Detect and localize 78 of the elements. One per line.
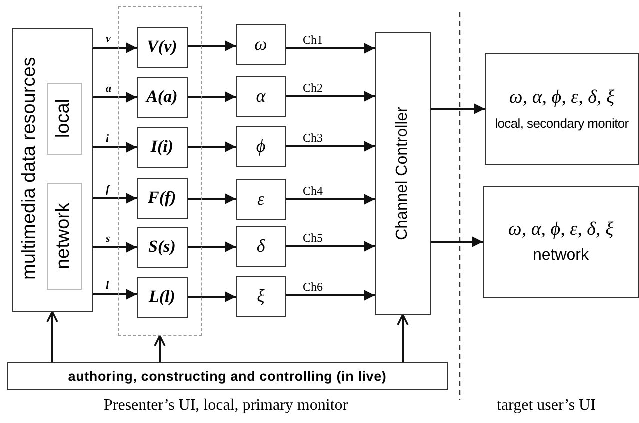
arrow [93,193,137,204]
edge-label: l [105,280,110,292]
caption: Presenter’s UI, local, primary monitor [104,397,348,415]
function-label: I(i) [150,137,174,158]
sub-box [46,82,82,155]
edge-label: f [105,184,111,196]
arrow [188,292,236,302]
symbol-label: ϕ [256,136,266,157]
edge-label: Ch1 [302,34,324,46]
symbol-label: ε [257,189,265,210]
box-caption: local, secondary monitor [495,116,629,131]
arrow [286,241,375,252]
arrow [93,42,137,54]
symbol-box [236,24,286,65]
arrow [431,236,483,248]
function-box [136,126,188,168]
edge-label: i [105,134,110,144]
edge-label: Ch2 [302,82,324,94]
edge-label: s [105,234,112,244]
arrow [93,242,137,253]
caption: target user’s UI [497,397,596,415]
arrow [397,314,409,362]
function-box [136,178,188,219]
arrow [286,91,375,102]
edge-label: Ch6 [302,280,324,292]
resource-box [12,28,93,312]
function-label: S(s) [148,237,176,258]
arrow [286,290,375,301]
box-title: multimedia data resources [19,56,41,282]
arrow [93,289,137,300]
arrow [286,43,375,54]
function-label: A(a) [146,87,178,108]
box-label: local [53,99,76,138]
function-label: F(f) [148,188,176,208]
arrow [431,104,485,114]
symbol-box [236,126,286,167]
function-label: V(v) [147,37,178,58]
symbol-label: ω [254,34,268,55]
arrow [93,92,137,103]
symbol-label: ξ [257,286,265,307]
symbol-box [236,276,286,317]
arrow [154,335,166,362]
arrow [188,242,236,252]
output-box [483,186,639,298]
box-label: Channel Controller [394,106,412,240]
arrow [286,141,375,152]
symbol-label: α [256,86,266,107]
group-box [118,6,202,336]
function-box [136,76,188,118]
box-label: authoring, constructing and controlling (in live) [68,368,387,384]
arrow [46,311,58,362]
control-bar [7,362,448,390]
arrow [188,40,236,52]
edge-label: Ch5 [302,232,324,244]
controller-box [375,32,431,315]
box-label: network [53,202,76,270]
function-box [136,26,188,68]
sub-box [46,182,82,290]
arrow [286,194,375,205]
box-caption: network [532,247,590,266]
function-label: L(l) [148,287,176,308]
arrow [188,194,236,204]
symbol-box [236,226,286,267]
edge-label: a [105,84,112,94]
symbol-list: ω, α, ϕ, ε, δ, ξ [507,87,617,110]
function-box [136,276,188,318]
edge-label: v [105,34,112,45]
arrow [188,92,236,102]
function-box [136,226,188,268]
symbol-list: ω, α, ϕ, ε, δ, ξ [506,218,616,242]
symbol-box [236,179,286,220]
arrow [188,142,236,152]
arrow [93,142,137,153]
edge-label: Ch4 [302,184,324,196]
symbol-label: δ [256,236,266,257]
output-box [485,53,639,165]
edge-label: Ch3 [302,132,324,144]
symbol-box [236,76,286,117]
